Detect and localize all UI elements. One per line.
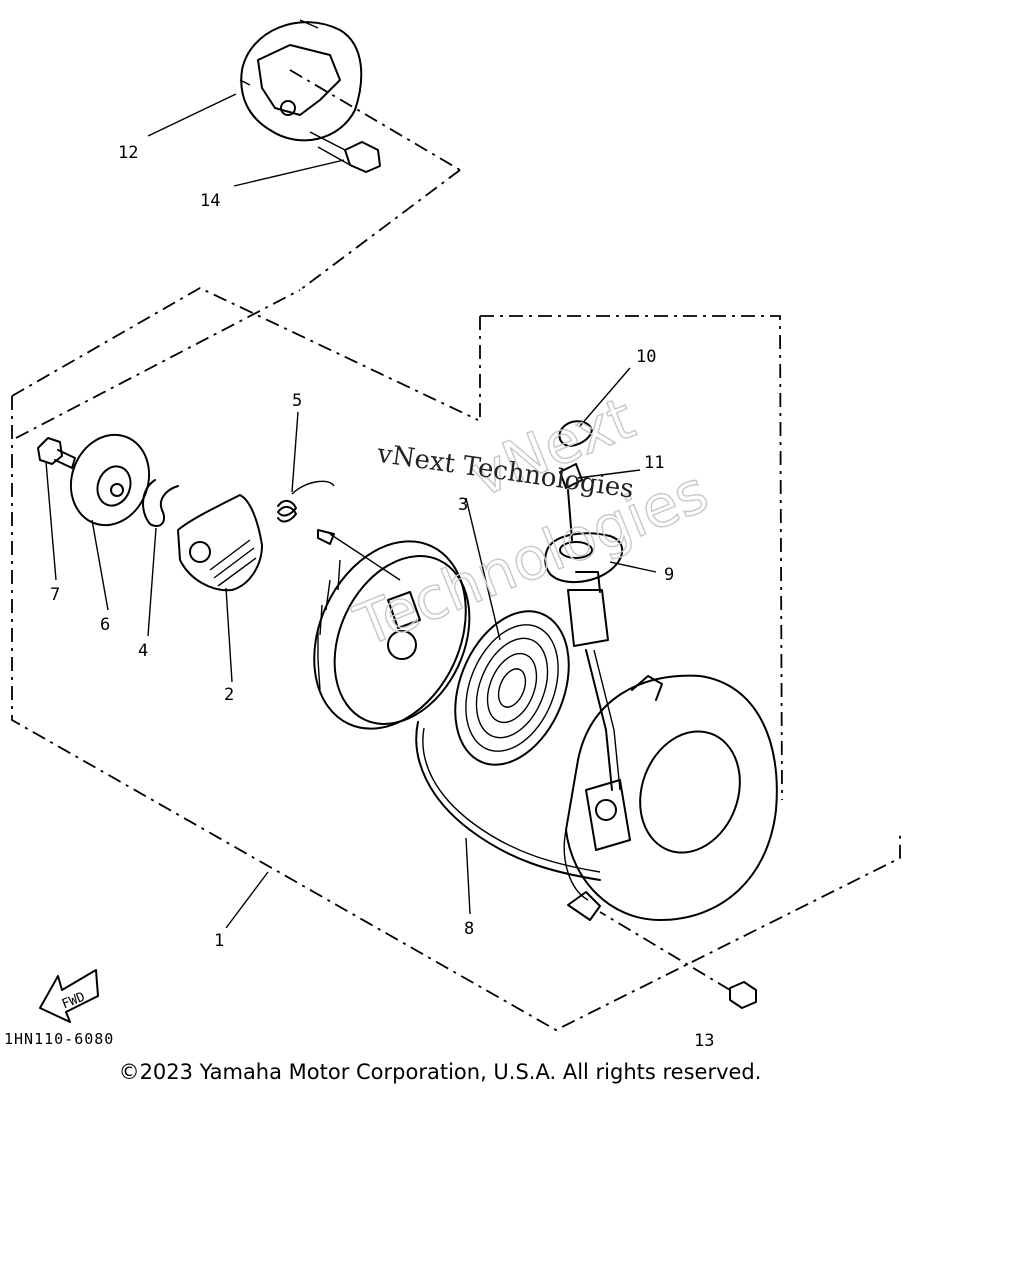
- callout-12: 12: [118, 143, 138, 163]
- callout-1: 1: [214, 931, 224, 951]
- part-11-pin: [559, 463, 583, 541]
- part-13-bolt: [599, 911, 757, 1009]
- callout-labels: 1 2 3 4 5 6 7 8 9 10 11 12 13 14: [50, 143, 714, 1051]
- callout-4: 4: [138, 641, 148, 661]
- part-7-bolt: [37, 437, 76, 469]
- part-12-drive-cup: [239, 19, 363, 142]
- assembly-boundary-sub: [479, 315, 783, 801]
- part-code: 1HN110-6080: [4, 1030, 115, 1048]
- part-10-cap: [558, 420, 593, 447]
- projection-lines: [289, 69, 461, 291]
- assembly-boundary-main: [11, 286, 901, 1032]
- part-5-spring: [277, 480, 335, 523]
- fwd-arrow-icon: FWD: [39, 969, 99, 1023]
- watermark: vNext Technologies vNext Technologies: [344, 383, 717, 661]
- callout-13: 13: [694, 1031, 714, 1051]
- starter-pulley: [313, 529, 471, 730]
- part-8-rope: [415, 649, 621, 881]
- callout-6: 6: [100, 615, 110, 635]
- callout-5: 5: [292, 391, 302, 411]
- exploded-view-drawing: FWD 1 2 3 4 5 6 7 8 9 10 11 12 13 14 vNe…: [11, 19, 901, 1051]
- callout-11: 11: [644, 453, 664, 473]
- callout-10: 10: [636, 347, 656, 367]
- callout-7: 7: [50, 585, 60, 605]
- part-9-handle: [544, 532, 624, 647]
- copyright-notice: ©2023 Yamaha Motor Corporation, U.S.A. A…: [118, 1060, 762, 1084]
- part-4-clip: [142, 479, 179, 528]
- part-14-bolt: [309, 131, 381, 173]
- callout-3: 3: [458, 495, 468, 515]
- fwd-label: FWD: [60, 990, 88, 1013]
- part-3-spiral-spring: [454, 610, 570, 766]
- part-2-pawl: [177, 494, 263, 592]
- callout-2: 2: [224, 685, 234, 705]
- callout-8: 8: [464, 919, 474, 939]
- leader-lines: [45, 93, 657, 929]
- callout-14: 14: [200, 191, 220, 211]
- starter-case: [563, 674, 778, 921]
- callout-9: 9: [664, 565, 674, 585]
